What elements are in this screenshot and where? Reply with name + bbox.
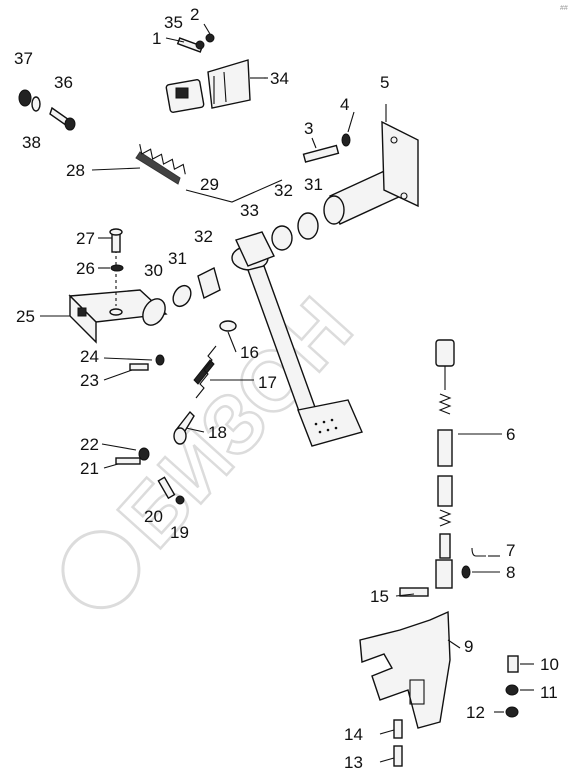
callout-27: 27: [76, 229, 95, 248]
callout-9: 9: [464, 637, 473, 656]
callout-1: 1: [152, 29, 161, 48]
callout-31a: 31: [168, 249, 187, 268]
callout-23: 23: [80, 371, 99, 390]
rod-spring-assembly: [115, 320, 237, 505]
callout-28: 28: [66, 161, 85, 180]
pedal-arm: [231, 231, 363, 447]
callouts: 1 2 3 4 5 6 7 8 9 10 11 12 13 14 15 16 1…: [14, 5, 559, 772]
cable-6: [435, 339, 455, 559]
callout-32b: 32: [274, 181, 293, 200]
callout-33: 33: [240, 201, 259, 220]
callout-4: 4: [340, 95, 349, 114]
spring-28: [135, 144, 186, 185]
callout-12: 12: [466, 703, 485, 722]
mounting-plate-5: [302, 104, 419, 208]
callout-25: 25: [16, 307, 35, 326]
callout-8: 8: [506, 563, 515, 582]
callout-10: 10: [540, 655, 559, 674]
clevis-bracket-9: [359, 547, 519, 767]
callout-20: 20: [144, 507, 163, 526]
callout-26: 26: [76, 259, 95, 278]
callout-7: 7: [506, 541, 515, 560]
mount-clip-assembly: [165, 33, 266, 113]
callout-31b: 31: [304, 175, 323, 194]
pedal-pad-grip-icon: [314, 418, 338, 434]
parts-36-37-38: [18, 89, 76, 131]
callout-14: 14: [344, 725, 363, 744]
bracket-25: [68, 228, 168, 344]
callout-3: 3: [304, 119, 313, 138]
callout-36: 36: [54, 73, 73, 92]
callout-19: 19: [170, 523, 189, 542]
callout-35: 35: [164, 13, 183, 32]
leader-lines: [40, 23, 534, 763]
callout-16: 16: [240, 343, 259, 362]
callout-5: 5: [380, 73, 389, 92]
callout-22: 22: [80, 435, 99, 454]
callout-21: 21: [80, 459, 99, 478]
callout-2: 2: [190, 5, 199, 24]
ring-30: [142, 298, 166, 326]
callout-29: 29: [200, 175, 219, 194]
callout-34: 34: [270, 69, 289, 88]
callout-24: 24: [80, 347, 99, 366]
callout-32a: 32: [194, 227, 213, 246]
watermark-logo-icon: [61, 530, 141, 610]
callout-37: 37: [14, 49, 33, 68]
callout-30: 30: [144, 261, 163, 280]
callout-13: 13: [344, 753, 363, 772]
callout-6: 6: [506, 425, 515, 444]
corner-mark: ##: [560, 5, 568, 12]
callout-38: 38: [22, 133, 41, 152]
callout-18: 18: [208, 423, 227, 442]
callout-11: 11: [540, 683, 558, 702]
callout-15: 15: [370, 587, 389, 606]
callout-17: 17: [258, 373, 277, 392]
